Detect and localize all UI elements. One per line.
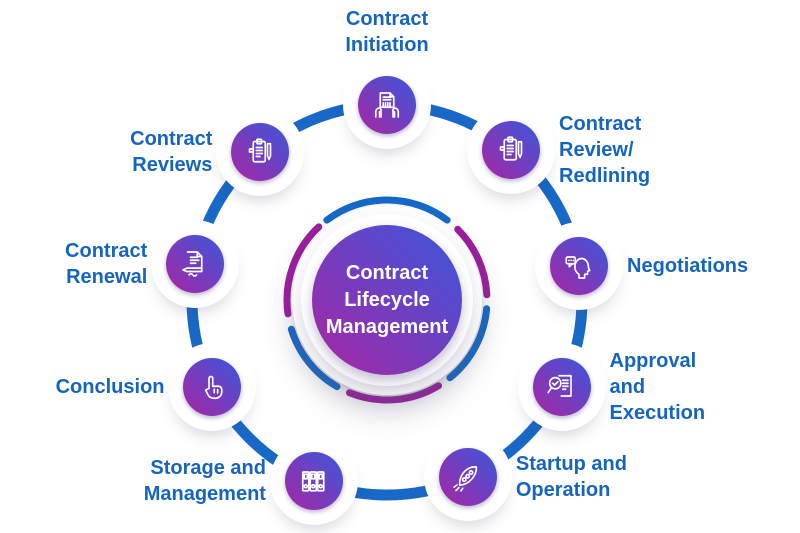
node-label-line: Negotiations: [627, 255, 749, 278]
center-title: Contract Lifecycle Management: [325, 261, 449, 338]
node-gradient-circle: [482, 120, 541, 179]
node-gradient-circle: [284, 451, 343, 510]
label-conclusion: Conclusion: [56, 374, 165, 400]
node-conclusion: [175, 350, 250, 424]
node-label-line: Approval: [609, 350, 697, 372]
node-contract-review-redlining: [474, 112, 549, 187]
node-approval-and-execution: [524, 350, 599, 424]
binders-icon: [301, 470, 325, 492]
pointing-hand-icon: [205, 375, 224, 400]
magnifier-check-document-icon: [546, 374, 572, 397]
node-gradient-circle: [358, 76, 416, 134]
node-gradient-circle: [438, 448, 497, 507]
node-label-line: Operation: [515, 479, 611, 502]
rocket-icon: [453, 466, 478, 493]
dashed-ring-segment: [454, 225, 491, 299]
node-gradient-circle: [532, 358, 591, 416]
node-label-line: Contract: [130, 127, 213, 150]
node-label-line: Management: [143, 482, 266, 505]
node-label-line: Initiation: [345, 34, 429, 56]
node-negotiations: [542, 229, 617, 304]
node-label-line: Reviews: [132, 153, 213, 176]
dashed-ring-segment: [287, 325, 341, 391]
node-contract-reviews: [223, 114, 298, 189]
clipboard-pen-icon: [499, 135, 523, 161]
node-label-line: Contract: [65, 240, 148, 263]
node-label-line: Storage and: [150, 456, 266, 479]
document-sign-icon: [182, 251, 203, 278]
node-label-line: Startup and: [515, 453, 627, 476]
node-gradient-circle: [231, 122, 290, 181]
dashed-ring-segment: [346, 382, 443, 404]
dashed-ring-segment: [323, 196, 451, 224]
node-storage-and-management: [276, 443, 351, 518]
node-gradient-circle: [550, 237, 609, 296]
node-label-line: Redlining: [559, 164, 651, 187]
node-contract-initiation: [350, 68, 424, 142]
node-label-line: Execution: [609, 402, 706, 424]
node-contract-renewal: [158, 227, 233, 302]
dashed-ring-segment: [446, 305, 491, 382]
node-startup-and-operation: [430, 440, 505, 515]
node-label-line: Review/: [559, 138, 634, 161]
node-gradient-circle: [183, 358, 242, 416]
document-hands-icon: [374, 92, 400, 118]
node-label-line: Renewal: [66, 266, 148, 289]
node-label-line: Contract: [345, 8, 429, 30]
node-label-line: Conclusion: [55, 376, 165, 398]
label-negotiations: Negotiations: [627, 253, 748, 279]
node-label-line: Contract: [559, 112, 642, 135]
center-gradient-circle: Contract Lifecycle Management: [312, 225, 462, 375]
clipboard-pen-icon: [249, 138, 272, 163]
head-speech-icon: [565, 256, 591, 279]
node-gradient-circle: [166, 235, 225, 294]
dashed-ring-segment: [283, 223, 323, 318]
node-label-line: and: [609, 376, 646, 398]
